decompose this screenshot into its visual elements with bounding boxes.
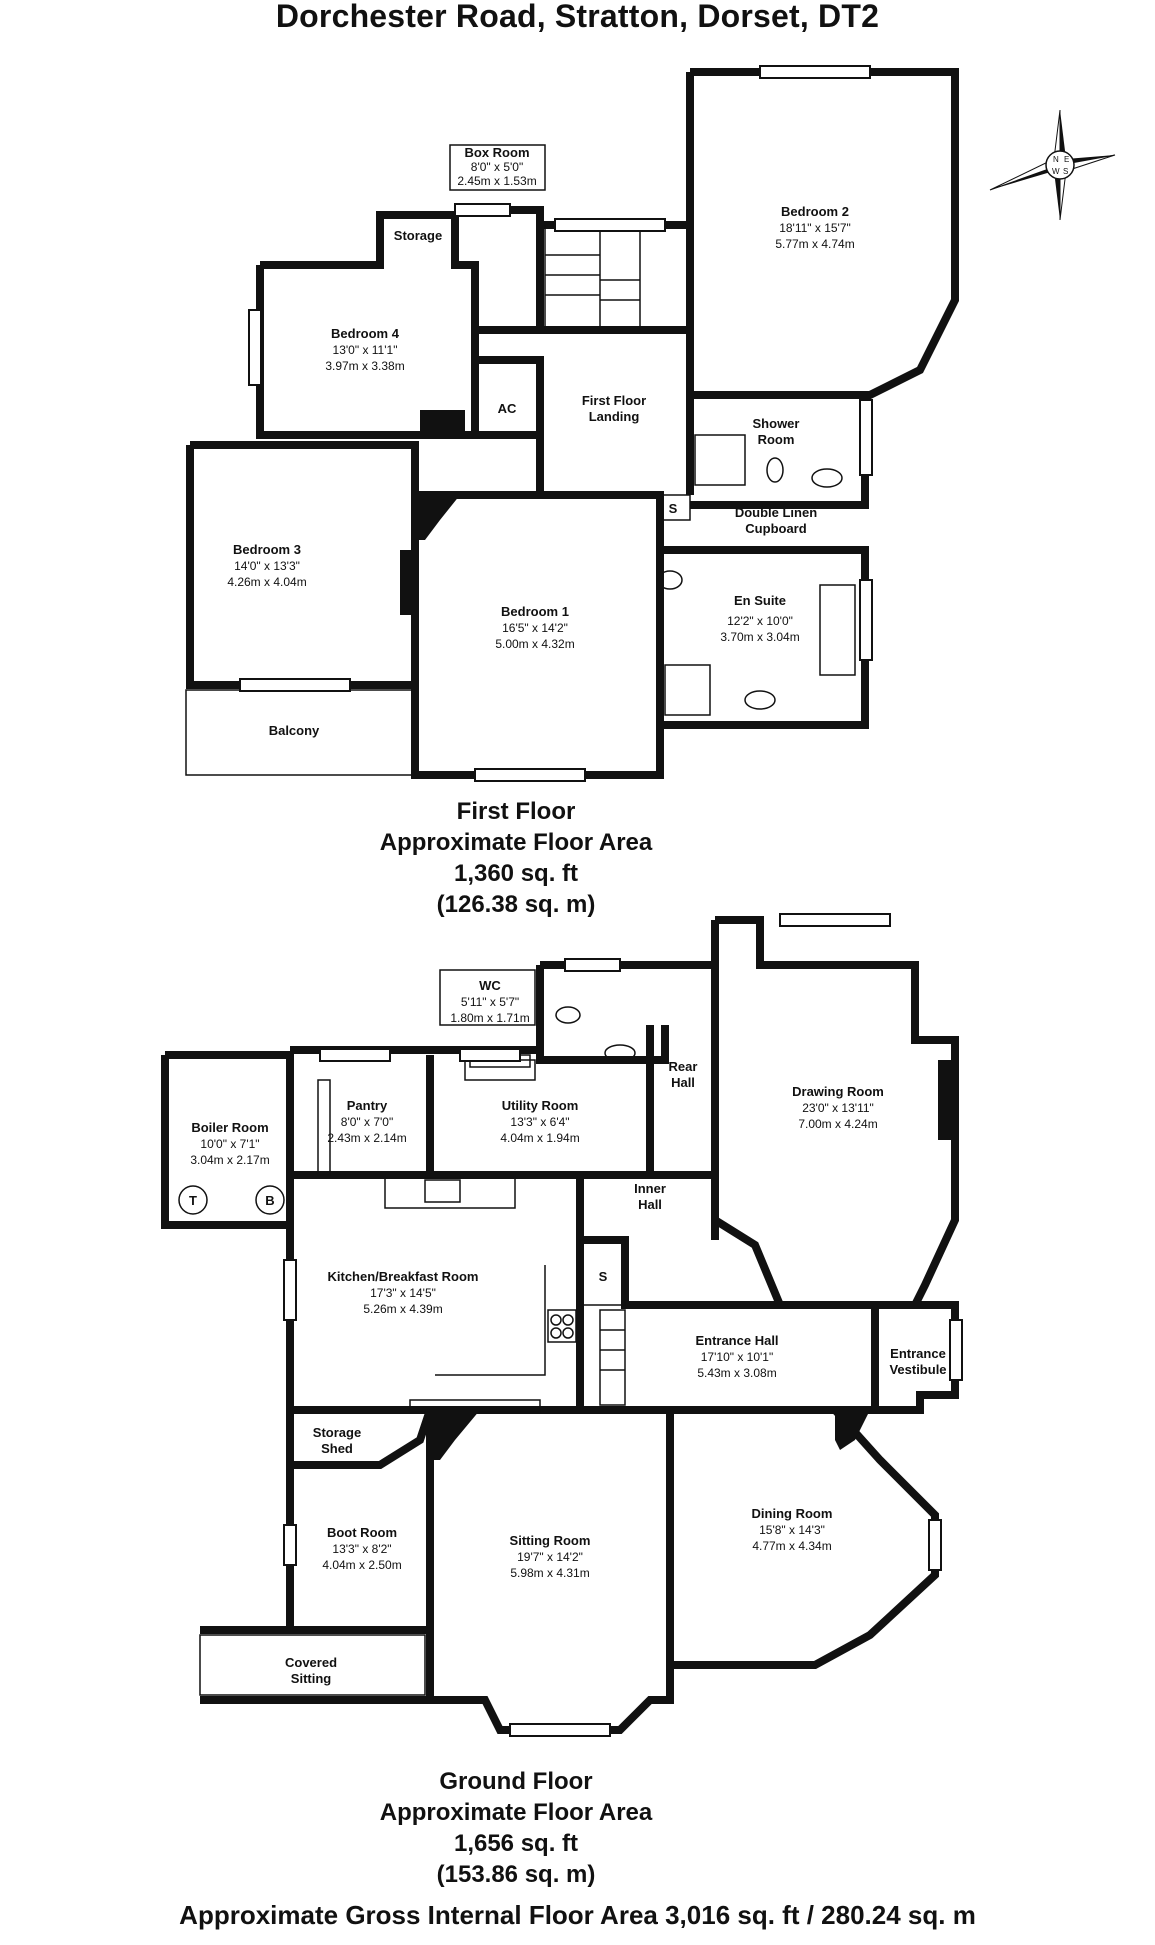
compass-rose-icon: N E S W <box>989 109 1116 221</box>
compass-letter-s: S <box>1063 167 1068 176</box>
first-floor-fixtures <box>185 144 856 776</box>
entrance-hall-imperial: 17'10" x 10'1" <box>701 1350 774 1364</box>
inner-hall-name-line2: Hall <box>638 1197 662 1212</box>
ensuite-metric: 3.70m x 3.04m <box>720 630 799 644</box>
ground-floor-windows <box>283 913 963 1737</box>
sitting-name: Sitting Room <box>510 1533 591 1548</box>
balcony-name: Balcony <box>269 723 320 738</box>
box-room-name: Box Room <box>465 145 530 160</box>
bedroom1-imperial: 16'5" x 14'2" <box>502 621 568 635</box>
ground-floor-area-label: Approximate Floor Area <box>379 1799 653 1826</box>
storage-shed-name-line2: Shed <box>321 1441 353 1456</box>
bedroom2-metric: 5.77m x 4.74m <box>775 237 854 251</box>
box-room-imperial: 8'0" x 5'0" <box>471 160 523 174</box>
ground-floor-area-sqft: 1,656 sq. ft <box>453 1830 579 1857</box>
covered-name-line2: Sitting <box>291 1671 331 1686</box>
first-floor-area-label: Approximate Floor Area <box>379 829 653 856</box>
entrance-hall-metric: 5.43m x 3.08m <box>697 1366 776 1380</box>
bedroom1-metric: 5.00m x 4.32m <box>495 637 574 651</box>
landing-name-line2: Landing <box>589 409 640 424</box>
bedroom2-name: Bedroom 2 <box>781 204 849 219</box>
dining-imperial: 15'8" x 14'3" <box>759 1523 825 1537</box>
boot-name: Boot Room <box>327 1525 397 1540</box>
first-floor-s-name: S <box>669 501 678 516</box>
box-room-metric: 2.45m x 1.53m <box>457 174 536 188</box>
first-floor-title: First Floor <box>456 798 576 825</box>
utility-metric: 4.04m x 1.94m <box>500 1131 579 1145</box>
sitting-metric: 5.98m x 4.31m <box>510 1566 589 1580</box>
kitchen-imperial: 17'3" x 14'5" <box>370 1286 436 1300</box>
rear-hall-name-line2: Hall <box>671 1075 695 1090</box>
first-floor-area-sqm: (126.38 sq. m) <box>436 891 596 918</box>
boiler-name: Boiler Room <box>191 1120 268 1135</box>
first-floor-chimneys <box>400 410 465 615</box>
bedroom1-name: Bedroom 1 <box>501 604 569 619</box>
storage-name: Storage <box>394 228 442 243</box>
vestibule-name-line2: Vestibule <box>889 1362 946 1377</box>
utility-imperial: 13'3" x 6'4" <box>510 1115 569 1129</box>
boiler-metric: 3.04m x 2.17m <box>190 1153 269 1167</box>
page-title: Dorchester Road, Stratton, Dorset, DT2 <box>275 0 880 34</box>
boiler-b: B <box>265 1193 274 1208</box>
sitting-imperial: 19'7" x 14'2" <box>517 1550 583 1564</box>
ground-floor-caption: Ground Floor Approximate Floor Area 1,65… <box>306 1766 726 1890</box>
kitchen-metric: 5.26m x 4.39m <box>363 1302 442 1316</box>
compass-letter-w: W <box>1052 167 1060 176</box>
covered-name: Covered <box>285 1655 337 1670</box>
shower-name-line2: Room <box>758 432 795 447</box>
ensuite-imperial: 12'2" x 10'0" <box>727 614 793 628</box>
pantry-name: Pantry <box>347 1098 388 1113</box>
pantry-imperial: 8'0" x 7'0" <box>341 1115 393 1129</box>
dining-metric: 4.77m x 4.34m <box>752 1539 831 1553</box>
compass-letter-e: E <box>1064 155 1069 164</box>
wc-metric: 1.80m x 1.71m <box>450 1011 529 1025</box>
utility-name: Utility Room <box>502 1098 579 1113</box>
drawing-metric: 7.00m x 4.24m <box>798 1117 877 1131</box>
compass-letter-n: N <box>1053 155 1059 164</box>
kitchen-name: Kitchen/Breakfast Room <box>328 1269 479 1284</box>
shower-name: Shower <box>753 416 800 431</box>
dining-name: Dining Room <box>752 1506 833 1521</box>
bedroom4-imperial: 13'0" x 11'1" <box>333 343 398 357</box>
boiler-imperial: 10'0" x 7'1" <box>200 1137 259 1151</box>
drawing-imperial: 23'0" x 13'11" <box>802 1101 874 1115</box>
ground-floor-title: Ground Floor <box>439 1768 593 1795</box>
linen-name-line2: Cupboard <box>745 521 806 536</box>
landing-name: First Floor <box>582 393 646 408</box>
first-floor-windows <box>239 65 873 782</box>
linen-name: Double Linen <box>735 505 817 520</box>
drawing-name: Drawing Room <box>792 1084 884 1099</box>
wc-imperial: 5'11" x 5'7" <box>461 995 519 1009</box>
first-floor-caption: First Floor Approximate Floor Area 1,360… <box>306 796 726 920</box>
bedroom3-imperial: 14'0" x 13'3" <box>234 559 300 573</box>
ensuite-name: En Suite <box>734 593 786 608</box>
ground-floor-s-name: S <box>599 1269 608 1284</box>
boot-imperial: 13'3" x 8'2" <box>332 1542 391 1556</box>
bedroom4-name: Bedroom 4 <box>331 326 400 341</box>
bedroom3-name: Bedroom 3 <box>233 542 301 557</box>
first-floor-walls <box>186 68 959 779</box>
ground-floor-area-sqm: (153.86 sq. m) <box>436 1861 596 1888</box>
entrance-hall-name: Entrance Hall <box>695 1333 778 1348</box>
bedroom2-imperial: 18'11" x 15'7" <box>779 221 851 235</box>
inner-hall-name: Inner <box>634 1181 666 1196</box>
first-floor-area-sqft: 1,360 sq. ft <box>453 860 579 887</box>
rear-hall-name: Rear <box>669 1059 698 1074</box>
ac-name: AC <box>498 401 517 416</box>
boiler-t: T <box>189 1193 197 1208</box>
gross-internal-area: Approximate Gross Internal Floor Area 3,… <box>179 1900 976 1930</box>
storage-shed-name: Storage <box>313 1425 361 1440</box>
boot-metric: 4.04m x 2.50m <box>322 1558 401 1572</box>
pantry-metric: 2.43m x 2.14m <box>327 1131 406 1145</box>
bedroom3-metric: 4.26m x 4.04m <box>227 575 306 589</box>
ground-floor-chimneys <box>430 1060 955 1460</box>
ground-floor-walls <box>161 916 959 1734</box>
vestibule-name: Entrance <box>890 1346 946 1361</box>
ground-floor-fixtures <box>178 969 636 1696</box>
bedroom4-metric: 3.97m x 3.38m <box>325 359 404 373</box>
wc-name: WC <box>479 978 501 993</box>
